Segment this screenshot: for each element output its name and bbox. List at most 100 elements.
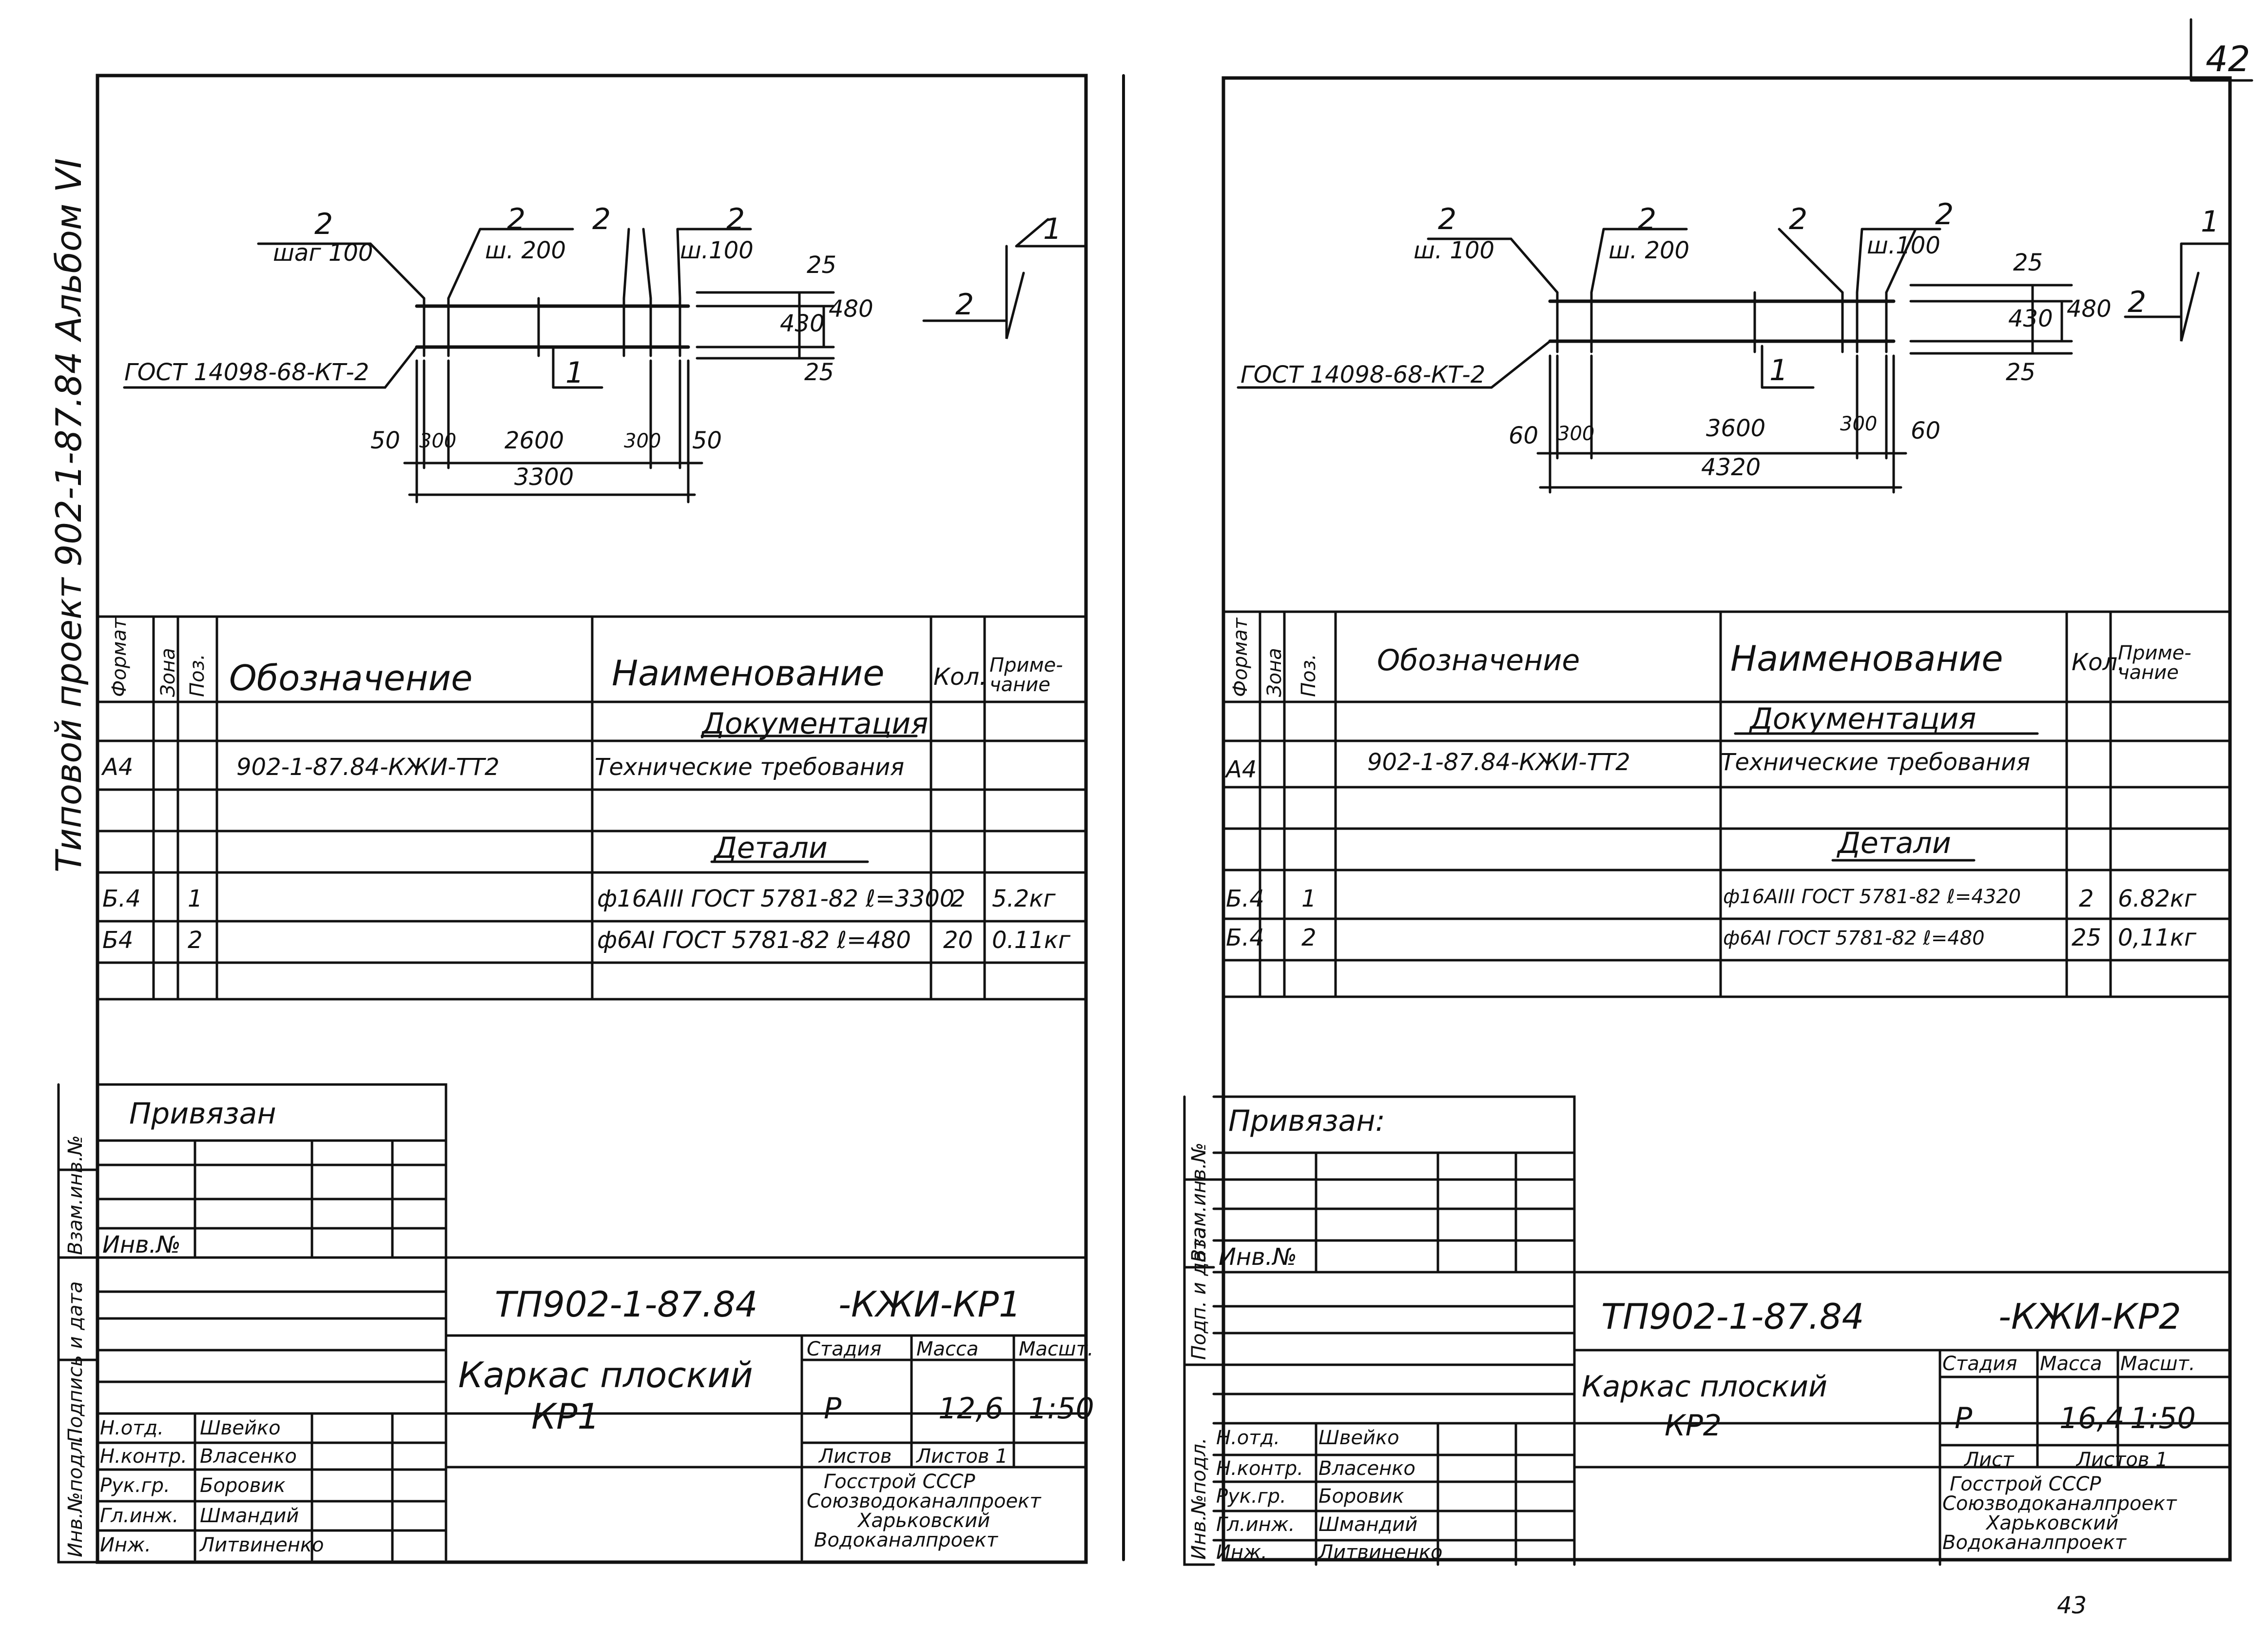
bar-pos-2: 2: [1789, 202, 1808, 236]
sheet-number: 42: [2206, 39, 2250, 79]
cell-name: Технические требования: [595, 754, 905, 781]
mass: 12,6: [938, 1392, 1004, 1426]
col-pos: Поз.: [1298, 654, 1320, 697]
sheet-label: Лист: [1964, 1449, 2014, 1471]
cell-name: ф6АI ГОСТ 5781-82 ℓ=480: [1723, 927, 1985, 949]
pitch-label: шаг 100: [273, 239, 373, 267]
bar-pos-2: 2: [592, 202, 611, 236]
doc-code-suffix: -КЖИ-КР1: [838, 1284, 1021, 1325]
section-pos: 1: [2201, 205, 2220, 239]
org: Харьковский: [1986, 1512, 2119, 1534]
bar-pos-2: 2: [1935, 197, 1954, 232]
side-title: Типовой проект 902-1-87.84 Альбом VI: [48, 158, 89, 872]
doc-code: ТП902-1-87.84: [1601, 1296, 1864, 1337]
dim: 300: [419, 430, 457, 452]
stage: Р: [824, 1392, 842, 1426]
person: Швейко: [1318, 1427, 1399, 1449]
cell-note: 0.11кг: [992, 927, 1071, 954]
org: Госстрой СССР: [1950, 1473, 2101, 1495]
section-pos: 2: [2128, 285, 2147, 319]
dim: 480: [2067, 295, 2112, 323]
cell-pos: 1: [1301, 885, 1317, 912]
col-name: Наименование: [612, 653, 885, 694]
scale: 1:50: [2130, 1401, 2196, 1435]
h-stage: Стадия: [1942, 1353, 2017, 1375]
item-title: Каркас плоский: [458, 1355, 753, 1395]
dim: 3600: [1706, 415, 1766, 442]
dim: 25: [804, 359, 834, 386]
dim-total: 3300: [514, 464, 574, 491]
pitch-label: ш. 200: [1609, 237, 1690, 264]
weld-standard: ГОСТ 14098-68-КТ-2: [1241, 361, 1486, 388]
section-pos: 1: [1043, 212, 1062, 246]
cell-name: ф16АIII ГОСТ 5781-82 ℓ=4320: [1723, 886, 2021, 908]
org: Харьковский: [858, 1510, 990, 1532]
cell-qty: 25: [2072, 924, 2102, 951]
right-spec-table: [1222, 610, 2231, 998]
person: Шмандий: [1318, 1513, 1418, 1536]
mass: 16,4: [2059, 1401, 2125, 1435]
section-details: Детали: [714, 831, 828, 865]
bar-pos-2: 2: [507, 202, 526, 236]
cell-pos: 2: [188, 927, 203, 954]
dim: 25: [807, 252, 837, 279]
dim: 60: [1509, 422, 1539, 449]
dim: 50: [692, 427, 722, 454]
stamp-vertical: Инв.№подл.: [1188, 1437, 1210, 1560]
stamp-vertical: Подпись и дата: [64, 1281, 87, 1443]
cell-note: 5.2кг: [992, 885, 1056, 912]
cell-qty: 2: [2079, 885, 2094, 912]
page-number: 43: [2057, 1592, 2087, 1619]
col-qty: Кол.: [933, 663, 987, 691]
col-zone: Зона: [157, 648, 179, 697]
cell-format: Б.4: [102, 885, 141, 912]
cell-note: 6.82кг: [2118, 885, 2197, 912]
col-note: Приме-чание: [2118, 642, 2191, 684]
role: Рук.гр.: [100, 1474, 170, 1497]
role: Инж.: [1216, 1541, 1267, 1564]
cell-note: 0,11кг: [2118, 924, 2197, 951]
col-qty: Кол.: [2072, 649, 2125, 676]
left-frame-drawing: [123, 218, 1087, 503]
inv-label: Инв.№: [1219, 1243, 1297, 1271]
col-zone: Зона: [1263, 648, 1286, 697]
cell-qty: 20: [943, 927, 973, 954]
bar-pos-1: 1: [565, 356, 584, 390]
cell-qty: 2: [950, 885, 966, 912]
dim: 25: [2013, 249, 2043, 276]
org: Союзводоканалпроект: [1942, 1492, 2177, 1515]
person: Швейко: [200, 1417, 281, 1439]
role: Инж.: [100, 1534, 151, 1556]
col-code: Обозначение: [1377, 643, 1580, 678]
h-stage: Стадия: [807, 1338, 882, 1360]
sheet-label: Листов: [819, 1445, 892, 1468]
h-mass: Масса: [916, 1338, 979, 1360]
org: Союзводоканалпроект: [807, 1490, 1041, 1512]
role: Н.контр.: [1216, 1457, 1303, 1480]
sheets-label: Листов 1: [916, 1445, 1008, 1468]
dim: 50: [370, 427, 401, 454]
pitch-label: ш.100: [680, 237, 754, 264]
left-spec-table: [96, 615, 1087, 1001]
cell-format: А4: [1226, 756, 1257, 783]
left-title-block: [57, 1083, 1087, 1564]
role: Гл.инж.: [1216, 1513, 1295, 1536]
dim: 25: [2006, 359, 2036, 386]
bar-pos-1: 1: [1769, 353, 1788, 387]
cell-format: Б4: [102, 927, 134, 954]
role: Рук.гр.: [1216, 1485, 1286, 1508]
role: Н.отд.: [1216, 1427, 1280, 1449]
col-name: Наименование: [1730, 638, 2003, 679]
item-mark: КР1: [531, 1396, 600, 1437]
col-pos: Поз.: [186, 654, 209, 697]
dim: 300: [624, 430, 661, 452]
org: Водоканалпроект: [814, 1529, 998, 1551]
bar-pos-2: 2: [314, 207, 333, 241]
right-frame-drawing: [1237, 228, 2231, 494]
section-details: Детали: [1838, 826, 1951, 860]
section-docs: Документация: [1750, 702, 1977, 736]
role: Н.контр.: [100, 1445, 187, 1468]
col-format: Формат: [108, 618, 131, 697]
